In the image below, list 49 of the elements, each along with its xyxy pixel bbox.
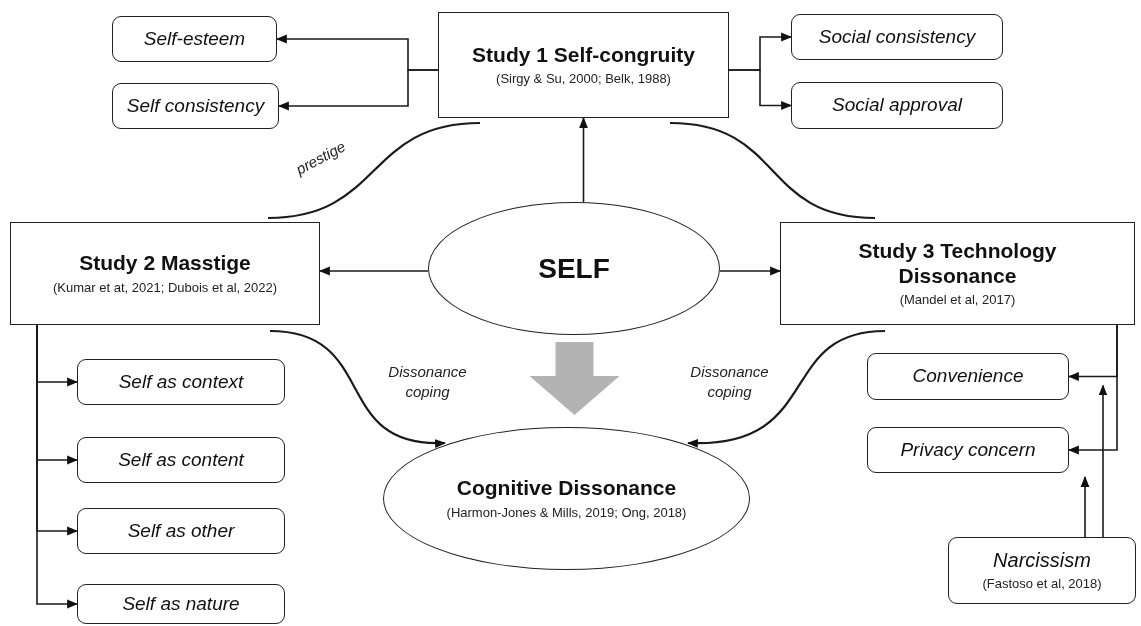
citation: (Mandel et al, 2017)	[899, 292, 1016, 310]
arrow	[1080, 475, 1090, 538]
study-box	[10, 222, 320, 325]
node-title: Convenience	[912, 365, 1024, 388]
arrow	[1067, 324, 1118, 455]
rounded-box	[77, 584, 285, 624]
curved-connector	[267, 121, 481, 220]
citation: (Sirgy & Su, 2000; Belk, 1988)	[496, 71, 671, 89]
node-title: SELF	[538, 251, 610, 286]
arrow	[36, 324, 79, 609]
citation: (Fastoso et al, 2018)	[982, 576, 1102, 593]
rounded-box	[77, 508, 285, 554]
arrow	[728, 69, 793, 110]
node-title: Self as content	[118, 448, 244, 472]
block-arrow	[529, 342, 620, 415]
citation: (Harmon-Jones & Mills, 2019; Ong, 2018)	[446, 504, 687, 522]
node-title: Social consistency	[818, 25, 976, 49]
rounded-box	[867, 353, 1069, 400]
rounded-box	[948, 537, 1136, 604]
rounded-box	[791, 82, 1003, 129]
arrow	[318, 266, 429, 276]
node-title: Social approval	[832, 94, 962, 117]
node-title: Self-esteem	[143, 27, 246, 51]
node-title: Privacy concern	[900, 438, 1036, 462]
node-title: Cognitive Dissonance	[456, 475, 677, 501]
rounded-box	[77, 437, 285, 483]
node-title: Narcissism	[993, 548, 1091, 573]
rounded-box	[867, 427, 1069, 473]
study-box	[780, 222, 1135, 325]
arrow	[719, 266, 782, 276]
node-title: Self as other	[127, 519, 235, 543]
rounded-box	[112, 16, 277, 62]
arrow	[277, 69, 439, 111]
arrow	[269, 329, 447, 448]
node-title: Study 1 Self-congruity	[472, 41, 695, 68]
node-title: Study 2 Masstige	[79, 250, 251, 276]
node-title: Self as context	[118, 370, 244, 394]
study-box	[438, 12, 729, 118]
rounded-box	[112, 83, 279, 129]
arrow	[686, 329, 886, 448]
node-title: Self as nature	[122, 592, 240, 616]
rounded-box	[791, 14, 1003, 60]
node-title: Study 3 Technology Dissonance	[857, 237, 1058, 289]
arrow	[579, 116, 588, 203]
curved-connector	[669, 121, 876, 220]
rounded-box	[77, 359, 285, 405]
arrow	[1098, 384, 1108, 538]
citation: (Kumar et at, 2021; Dubois et al, 2022)	[53, 279, 277, 297]
node-title: Self consistency	[126, 94, 265, 118]
